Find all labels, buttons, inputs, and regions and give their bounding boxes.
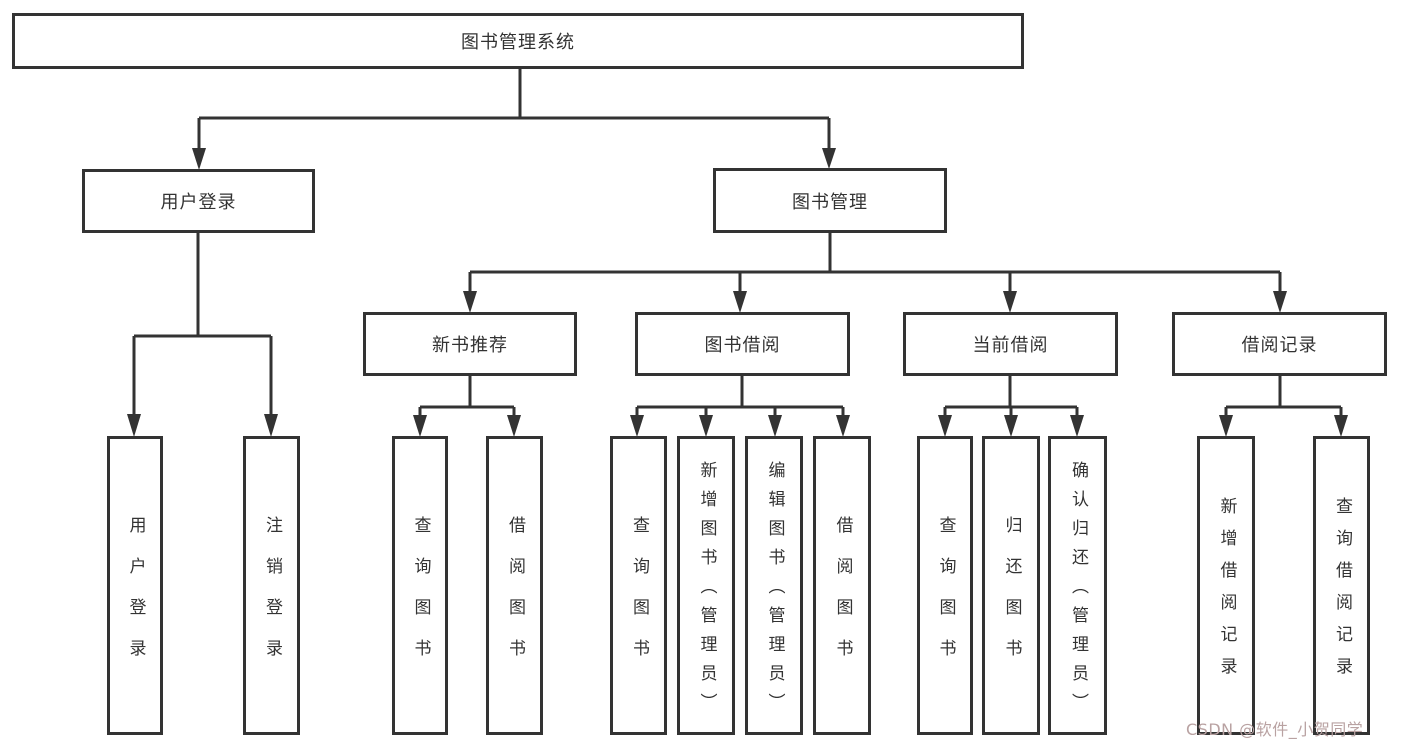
leaf-recommend-query-books-label: 查询图书 — [410, 515, 431, 680]
edge-cur-borrow-branch — [943, 376, 1079, 417]
leaf-current-query-books: 查询图书 — [917, 436, 973, 735]
leaf-borrowing-query-books: 查询图书 — [610, 436, 667, 735]
leaf-recommend-query-books: 查询图书 — [392, 436, 448, 735]
edge-borrow-rec-arrowheads — [1219, 415, 1348, 437]
node-current-borrowing: 当前借阅 — [903, 312, 1118, 376]
edge-book-borrow-arrowheads — [630, 415, 850, 437]
leaf-borrowing-add-books-admin-label: 新增图书（管理员） — [696, 461, 717, 722]
edge-borrow-rec-branch — [1224, 376, 1343, 417]
node-new-book-recommend-label: 新书推荐 — [432, 335, 508, 356]
edge-cur-borrow-arrowheads — [938, 415, 1084, 437]
leaf-current-query-books-label: 查询图书 — [935, 515, 956, 680]
edge-book-borrow-branch — [635, 376, 845, 417]
leaf-user-login: 用户登录 — [107, 436, 163, 735]
node-borrowing-records: 借阅记录 — [1172, 312, 1387, 376]
leaf-user-login-label: 用户登录 — [125, 515, 146, 680]
leaf-borrowing-borrow-books: 借阅图书 — [813, 436, 871, 735]
leaf-recommend-borrow-books-label: 借阅图书 — [505, 515, 525, 680]
leaf-borrowing-add-books-admin: 新增图书（管理员） — [677, 436, 735, 735]
edge-root-branch — [197, 69, 831, 150]
leaf-borrowing-query-books-label: 查询图书 — [629, 515, 649, 680]
node-borrowing-records-label: 借阅记录 — [1241, 335, 1318, 356]
edge-book-mgmt-branch — [468, 233, 1282, 292]
edge-new-rec-branch — [418, 376, 516, 417]
node-book-management: 图书管理 — [713, 168, 947, 233]
leaf-logout-label: 注销登录 — [262, 515, 282, 680]
node-library-management-system-label: 图书管理系统 — [461, 32, 575, 53]
leaf-records-add-record-label: 新增借阅记录 — [1216, 497, 1237, 689]
edge-book-mgmt-arrowheads — [463, 291, 1287, 313]
node-user-login: 用户登录 — [82, 169, 315, 233]
leaf-recommend-borrow-books: 借阅图书 — [486, 436, 543, 735]
leaf-borrowing-borrow-books-label: 借阅图书 — [832, 515, 853, 680]
node-book-borrowing-label: 图书借阅 — [704, 335, 781, 356]
edge-user-login-arrowheads — [127, 414, 278, 437]
leaf-current-confirm-return-admin-label: 确认归还（管理员） — [1068, 461, 1088, 722]
leaf-current-return-books: 归还图书 — [982, 436, 1040, 735]
node-library-management-system: 图书管理系统 — [12, 13, 1024, 69]
leaf-borrowing-edit-books-admin-label: 编辑图书（管理员） — [764, 461, 785, 722]
leaf-logout: 注销登录 — [243, 436, 300, 735]
leaf-current-return-books-label: 归还图书 — [1001, 515, 1022, 680]
node-new-book-recommend: 新书推荐 — [363, 312, 577, 376]
node-book-borrowing: 图书借阅 — [635, 312, 850, 376]
edge-root-arrowheads — [192, 148, 836, 170]
leaf-records-query-record-label: 查询借阅记录 — [1332, 497, 1352, 689]
csdn-watermark: CSDN @软件_小贺同学 — [1186, 720, 1364, 739]
leaf-records-add-record: 新增借阅记录 — [1197, 436, 1255, 735]
node-current-borrowing-label: 当前借阅 — [972, 335, 1049, 356]
leaf-records-query-record: 查询借阅记录 — [1313, 436, 1370, 735]
edge-user-login-branch — [132, 233, 273, 416]
node-book-management-label: 图书管理 — [792, 191, 868, 213]
node-user-login-label: 用户登录 — [160, 192, 237, 213]
leaf-current-confirm-return-admin: 确认归还（管理员） — [1048, 436, 1107, 735]
edge-new-rec-arrowheads — [413, 415, 521, 437]
leaf-borrowing-edit-books-admin: 编辑图书（管理员） — [745, 436, 803, 735]
